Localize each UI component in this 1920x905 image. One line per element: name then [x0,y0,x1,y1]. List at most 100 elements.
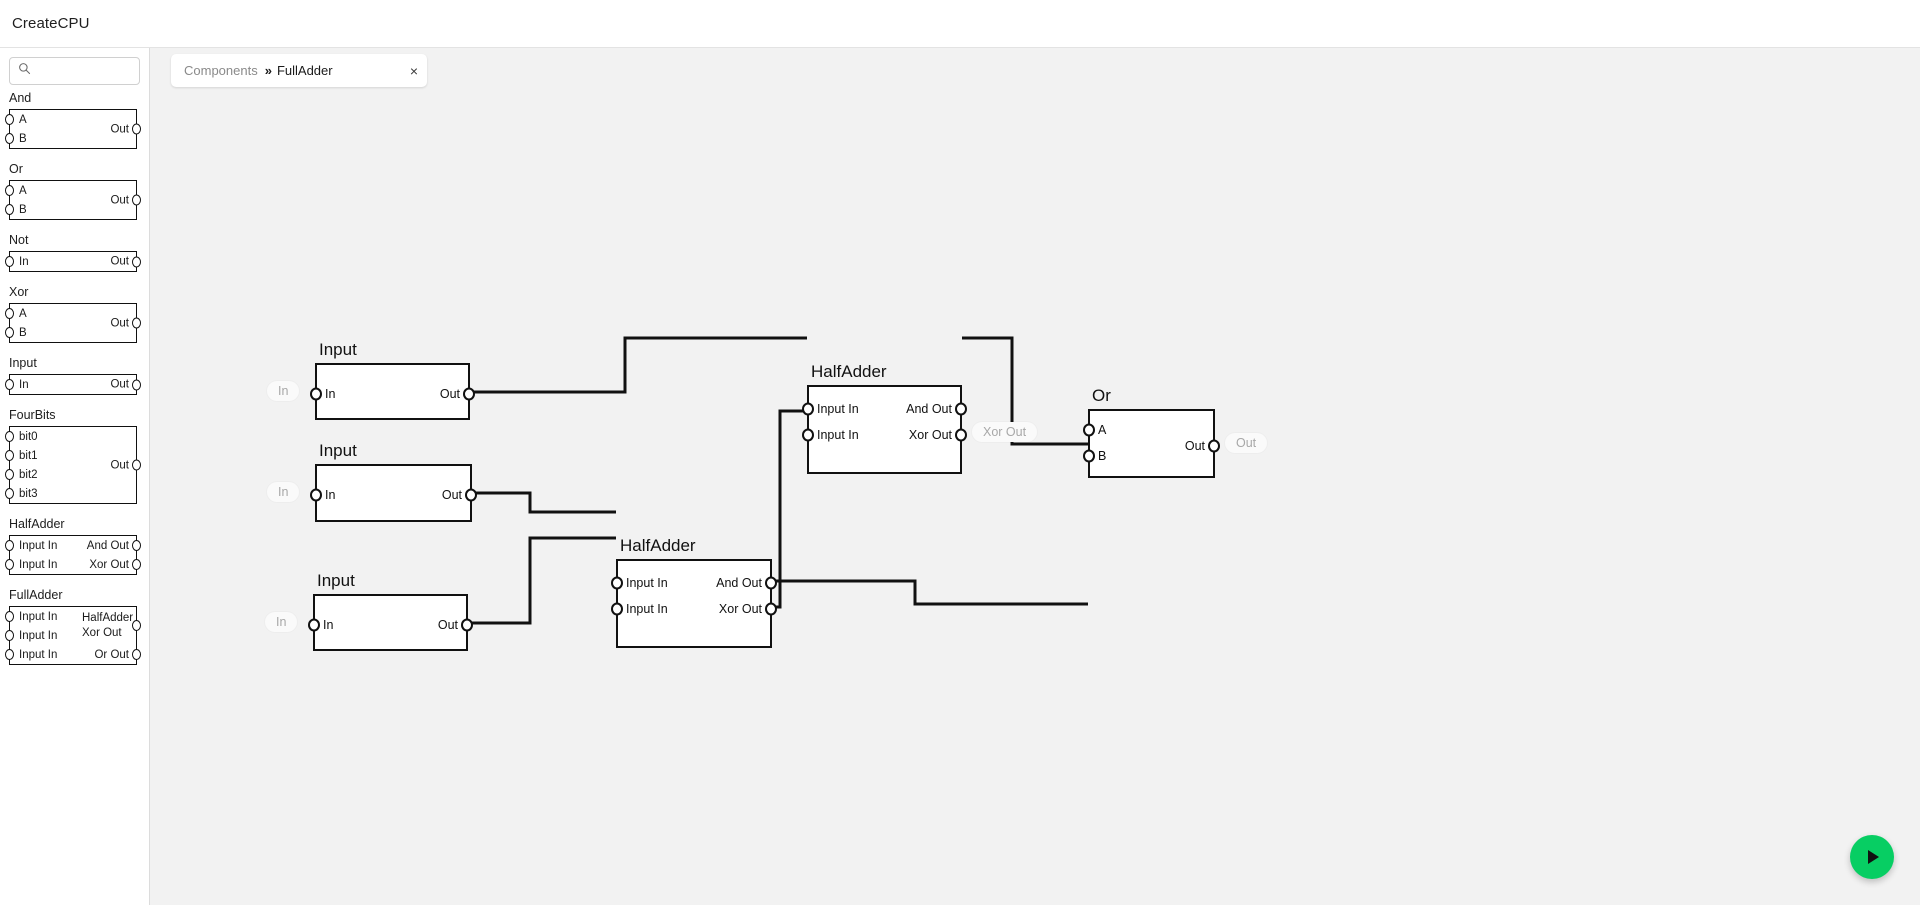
pin-hole-icon[interactable] [5,469,14,480]
wire[interactable] [470,336,807,394]
palette-input-pin[interactable]: bit2 [5,465,38,484]
pin-hole-icon[interactable] [1083,423,1095,437]
node-output-pin[interactable]: Out [438,617,473,633]
palette-output-pin[interactable]: Or Out [82,645,141,664]
palette-input-pin[interactable]: B [5,323,27,342]
node-input-pin[interactable]: Input In [611,601,668,617]
pin-hole-icon[interactable] [5,540,14,551]
pin-hole-icon[interactable] [5,488,14,499]
palette-output-pin[interactable]: Out [110,191,141,210]
pin-hole-icon[interactable] [5,450,14,461]
breadcrumb-root[interactable]: Components [184,63,258,78]
wire[interactable] [472,491,616,514]
node-input-pin[interactable]: Input In [802,427,859,443]
palette-input-pin[interactable]: Input In [5,626,57,645]
pin-hole-icon[interactable] [310,488,322,502]
wire[interactable] [468,536,616,625]
pin-hole-icon[interactable] [5,256,14,267]
pin-hole-icon[interactable] [5,133,14,144]
palette-output-pin[interactable]: Out [110,375,141,394]
node-input-pin[interactable]: Input In [611,575,668,591]
palette-output-pin[interactable]: Out [110,314,141,333]
pin-hole-icon[interactable] [1208,439,1220,453]
pin-hole-icon[interactable] [611,602,623,616]
pin-hole-icon[interactable] [310,387,322,401]
pin-hole-icon[interactable] [5,185,14,196]
pin-hole-icon[interactable] [132,123,141,135]
pin-hole-icon[interactable] [132,256,141,267]
palette-output-pin[interactable]: Out [110,252,141,271]
pin-hole-icon[interactable] [132,317,141,329]
palette-input-pin[interactable]: In [5,375,29,394]
pin-hole-icon[interactable] [5,630,14,641]
node-input-pin[interactable]: In [310,386,335,402]
pin-hole-icon[interactable] [132,459,141,471]
pin-hole-icon[interactable] [5,649,14,660]
node-input-pin[interactable]: B [1083,448,1106,464]
pin-hole-icon[interactable] [611,576,623,590]
node-output-pin[interactable]: Xor Out [719,601,777,617]
palette-output-pin[interactable]: Out [110,120,141,139]
wire[interactable] [772,409,807,609]
node-input-pin[interactable]: A [1083,422,1106,438]
node-input-pin[interactable]: In [310,487,335,503]
palette-input-pin[interactable]: Input In [5,555,57,574]
node-output-pin[interactable]: Out [442,487,477,503]
node-output-pin[interactable]: And Out [716,575,777,591]
pin-hole-icon[interactable] [765,576,777,590]
pin-hole-icon[interactable] [5,327,14,338]
pin-hole-icon[interactable] [132,540,141,551]
pin-hole-icon[interactable] [765,602,777,616]
io-badge-input[interactable]: In [267,381,300,401]
close-icon[interactable]: × [409,62,418,79]
pin-hole-icon[interactable] [802,428,814,442]
palette-input-pin[interactable]: bit3 [5,484,38,503]
palette-input-pin[interactable]: A [5,304,27,323]
pin-hole-icon[interactable] [132,649,141,660]
palette-input-pin[interactable]: bit1 [5,446,38,465]
run-button[interactable] [1850,835,1894,879]
pin-hole-icon[interactable] [132,194,141,206]
node-output-pin[interactable]: And Out [906,401,967,417]
pin-hole-icon[interactable] [465,488,477,502]
node-input-pin[interactable]: Input In [802,401,859,417]
pin-hole-icon[interactable] [463,387,475,401]
io-badge-input[interactable]: In [265,612,298,632]
pin-hole-icon[interactable] [5,559,14,570]
pin-hole-icon[interactable] [1083,449,1095,463]
palette-input-pin[interactable]: B [5,129,27,148]
palette-output-pin[interactable]: Xor Out [87,555,141,574]
tab-fulladder[interactable]: Components » FullAdder × [171,54,427,87]
pin-hole-icon[interactable] [802,402,814,416]
search-box[interactable] [9,57,140,85]
pin-hole-icon[interactable] [461,618,473,632]
node-output-pin[interactable]: Out [440,386,475,402]
palette-output-pin[interactable]: Out [110,456,141,475]
palette-item-body[interactable]: In Out [5,374,141,395]
palette-input-pin[interactable]: Input In [5,607,57,626]
pin-hole-icon[interactable] [955,402,967,416]
pin-hole-icon[interactable] [132,620,141,631]
pin-hole-icon[interactable] [5,379,14,390]
io-badge-output[interactable]: Out [1225,433,1268,453]
palette-output-pin[interactable]: And Out [87,536,141,555]
pin-hole-icon[interactable] [955,428,967,442]
